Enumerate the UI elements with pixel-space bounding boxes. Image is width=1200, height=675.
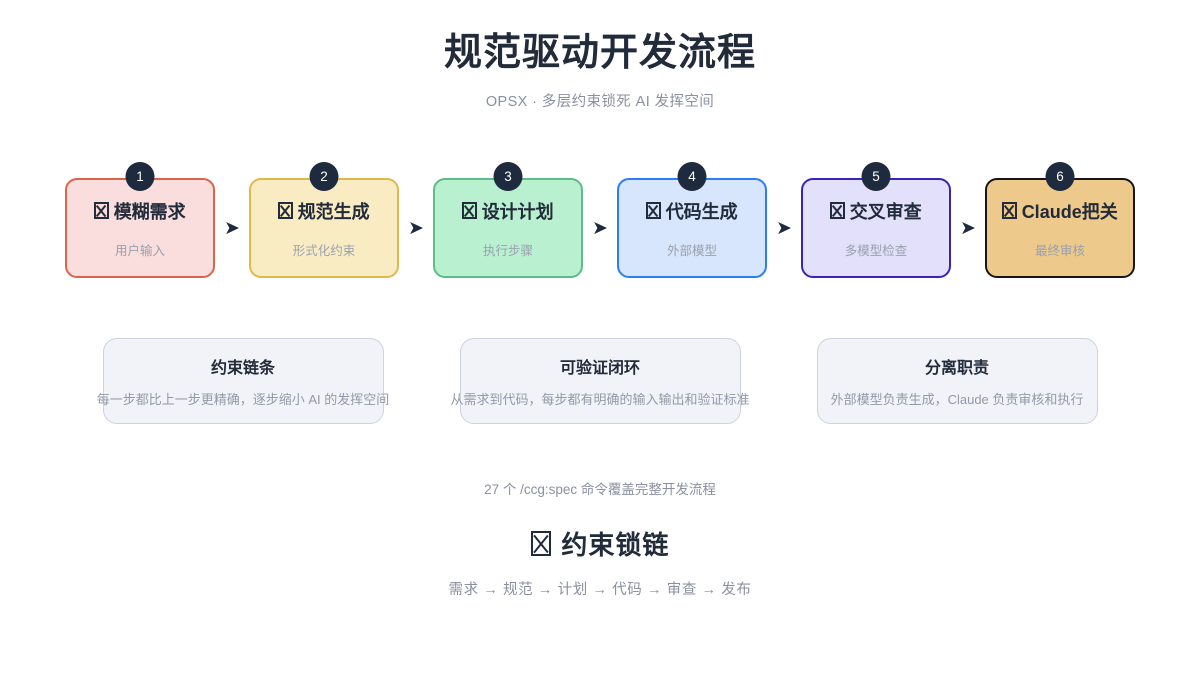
flow-step-2[interactable]: 2 规范生成 形式化约束: [249, 178, 399, 278]
step-title-text-1: 模糊需求: [114, 198, 186, 224]
step-title-3: 设计计划: [462, 198, 553, 224]
bottom-section: 约束锁链 需求 → 规范 → 计划 → 代码 → 审查 → 发布: [0, 525, 1200, 599]
step-subtitle-2: 形式化约束: [293, 240, 356, 259]
step-title-text-4: 代码生成: [666, 198, 738, 224]
footer-note: 27 个 /ccg:spec 命令覆盖完整开发流程: [0, 478, 1200, 498]
flow-arrow-2: ➤: [399, 219, 433, 238]
page-subtitle: OPSX · 多层约束锁死 AI 发挥空间: [0, 90, 1200, 111]
step-title-text-6: Claude把关: [1022, 198, 1118, 224]
feature-box-3[interactable]: 分离职责 外部模型负责生成，Claude 负责审核和执行: [817, 338, 1098, 424]
step-title-4: 代码生成: [646, 198, 737, 224]
missing-glyph-box-icon: [646, 202, 660, 220]
step-title-text-2: 规范生成: [298, 198, 370, 224]
flow-arrow-5: ➤: [951, 219, 985, 238]
step-subtitle-4: 外部模型: [667, 240, 717, 259]
flow-arrow-4: ➤: [767, 219, 801, 238]
flow-step-6[interactable]: 6 Claude把关 最终审核: [985, 178, 1135, 278]
feature-desc-2: 从需求到代码，每步都有明确的输入输出和验证标准: [450, 389, 749, 408]
step-title-2: 规范生成: [278, 198, 369, 224]
step-number-badge-3: 3: [494, 162, 523, 191]
step-title-5: 交叉审查: [830, 198, 921, 224]
step-number-badge-2: 2: [310, 162, 339, 191]
step-number-badge-5: 5: [862, 162, 891, 191]
flow-arrow-1: ➤: [215, 219, 249, 238]
step-subtitle-6: 最终审核: [1035, 240, 1085, 259]
step-subtitle-1: 用户输入: [115, 240, 165, 259]
feature-desc-3: 外部模型负责生成，Claude 负责审核和执行: [831, 389, 1084, 408]
flow-diagram: 1 模糊需求 用户输入 ➤ 2 规范生成 形式化约束 ➤ 3 设计计划 执行步骤…: [0, 178, 1200, 278]
flow-step-5[interactable]: 5 交叉审查 多模型检查: [801, 178, 951, 278]
missing-glyph-box-icon: [278, 202, 292, 220]
feature-title-3: 分离职责: [818, 354, 1097, 378]
missing-glyph-box-icon: [830, 202, 844, 220]
step-title-6: Claude把关: [1002, 198, 1117, 224]
step-number-badge-6: 6: [1046, 162, 1075, 191]
page-title: 规范驱动开发流程: [0, 30, 1200, 78]
feature-box-row: 约束链条 每一步都比上一步更精确，逐步缩小 AI 的发挥空间 可验证闭环 从需求…: [0, 338, 1200, 424]
missing-glyph-box-icon: [462, 202, 476, 220]
flow-step-3[interactable]: 3 设计计划 执行步骤: [433, 178, 583, 278]
missing-glyph-box-icon: [94, 202, 108, 220]
bottom-title-text: 约束锁链: [561, 525, 669, 562]
flow-arrow-3: ➤: [583, 219, 617, 238]
bottom-title: 约束锁链: [531, 525, 670, 562]
step-title-text-3: 设计计划: [482, 198, 554, 224]
step-title-1: 模糊需求: [94, 198, 185, 224]
step-subtitle-3: 执行步骤: [483, 240, 533, 259]
step-title-text-5: 交叉审查: [850, 198, 922, 224]
feature-desc-1: 每一步都比上一步更精确，逐步缩小 AI 的发挥空间: [97, 389, 390, 408]
feature-box-2[interactable]: 可验证闭环 从需求到代码，每步都有明确的输入输出和验证标准: [460, 338, 741, 424]
flow-step-4[interactable]: 4 代码生成 外部模型: [617, 178, 767, 278]
feature-box-1[interactable]: 约束链条 每一步都比上一步更精确，逐步缩小 AI 的发挥空间: [103, 338, 384, 424]
feature-title-1: 约束链条: [104, 354, 383, 378]
page-header: 规范驱动开发流程 OPSX · 多层约束锁死 AI 发挥空间: [0, 0, 1200, 111]
missing-glyph-box-icon: [531, 531, 552, 556]
bottom-chain-text: 需求 → 规范 → 计划 → 代码 → 审查 → 发布: [0, 578, 1200, 599]
flow-step-1[interactable]: 1 模糊需求 用户输入: [65, 178, 215, 278]
feature-title-2: 可验证闭环: [461, 354, 740, 378]
missing-glyph-box-icon: [1002, 202, 1016, 220]
step-subtitle-5: 多模型检查: [845, 240, 908, 259]
step-number-badge-1: 1: [126, 162, 155, 191]
step-number-badge-4: 4: [678, 162, 707, 191]
